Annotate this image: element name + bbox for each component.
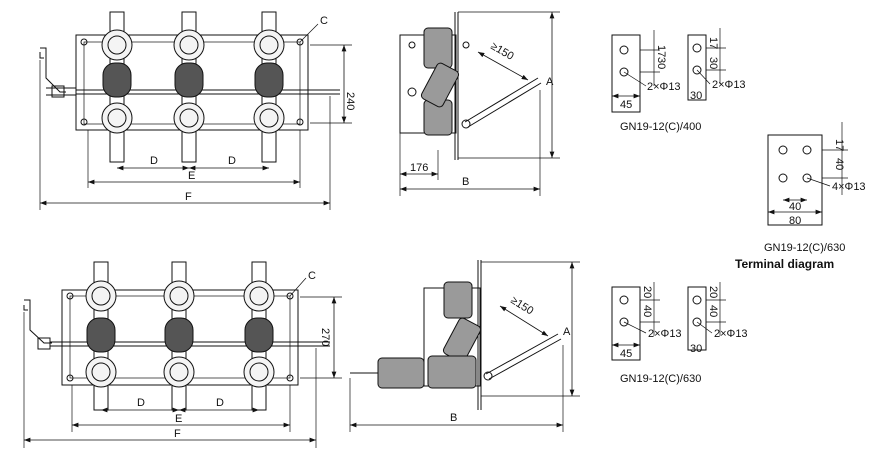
plate400-1-hole: 2×Φ13 bbox=[647, 81, 681, 93]
upper-insulator-2 bbox=[443, 281, 473, 319]
dim-b-label-2: B bbox=[450, 412, 457, 424]
plate630-2-width: 30 bbox=[690, 343, 702, 355]
terminal-plate-400-45 bbox=[611, 34, 641, 113]
terminal-plate-630-80 bbox=[767, 134, 823, 226]
plate630-1-d20: 20 bbox=[641, 286, 653, 298]
terminal-plate-630-45 bbox=[611, 286, 641, 361]
top-front-view: C 240 D D E F bbox=[39, 11, 356, 210]
dim-c-label-2: C bbox=[308, 270, 316, 282]
pole-1 bbox=[101, 11, 133, 163]
plate630-2-d20: 20 bbox=[707, 286, 719, 298]
dim-270-label: 270 bbox=[319, 328, 331, 346]
plate630-1-width: 45 bbox=[620, 348, 632, 360]
dim-d-right-label: D bbox=[228, 155, 236, 167]
dim-e-label-2: E bbox=[175, 413, 182, 425]
dim-150-label: ≥150 bbox=[489, 40, 516, 63]
terminal-630-group: 20 40 2×Φ13 45 20 40 2×Φ13 30 GN19-12(C)… bbox=[611, 282, 748, 385]
plate630-4-d17: 17 bbox=[833, 139, 845, 151]
terminal-630-4hole-group: 17 40 4×Φ13 40 80 GN19-12(C)/630 Termina… bbox=[735, 122, 866, 271]
plate630-1-hole: 2×Φ13 bbox=[648, 328, 682, 340]
blade-2 bbox=[485, 333, 559, 375]
dim-e-label: E bbox=[188, 170, 195, 182]
terminal-diagram-title: Terminal diagram bbox=[735, 257, 834, 271]
dim-176-label: 176 bbox=[410, 162, 428, 174]
top-side-view: ≥150 A 176 B bbox=[399, 11, 560, 196]
upper-insulator bbox=[423, 27, 453, 69]
bottom-side-view: ≥150 A B bbox=[349, 260, 580, 432]
dim-240-label: 240 bbox=[344, 92, 356, 110]
plate630-4-w80: 80 bbox=[789, 215, 801, 227]
pole-3 bbox=[253, 11, 285, 163]
plate630-2-d40: 40 bbox=[707, 305, 719, 317]
dim-f-label-2: F bbox=[174, 428, 181, 440]
blade bbox=[464, 77, 539, 123]
plate400-1-d17: 17 bbox=[655, 45, 667, 57]
caption-630-4: GN19-12(C)/630 bbox=[764, 242, 845, 254]
bushing-insulator bbox=[377, 357, 425, 389]
plate400-1-d30: 30 bbox=[655, 57, 667, 69]
pole-b1 bbox=[85, 261, 117, 411]
plate400-2-hole: 2×Φ13 bbox=[712, 79, 746, 91]
dim-d-right-label-2: D bbox=[216, 397, 224, 409]
terminal-400-group: 17 30 2×Φ13 45 17 30 2×Φ13 30 GN19-12(C)… bbox=[611, 28, 746, 133]
plate630-1-d40: 40 bbox=[641, 305, 653, 317]
dim-d-left-label-2: D bbox=[137, 397, 145, 409]
caption-630: GN19-12(C)/630 bbox=[620, 373, 701, 385]
dim-d-left-label: D bbox=[150, 155, 158, 167]
plate400-2-d30: 30 bbox=[707, 57, 719, 69]
terminal-plate-630-30 bbox=[687, 286, 707, 351]
plate630-2-hole: 2×Φ13 bbox=[714, 328, 748, 340]
pole-b3 bbox=[243, 261, 275, 411]
plate400-2-d17: 17 bbox=[707, 37, 719, 49]
terminal-plate-400-30 bbox=[687, 34, 707, 101]
operating-lever-2 bbox=[23, 299, 52, 344]
plate630-4-d40: 40 bbox=[833, 158, 845, 170]
pole-b2 bbox=[163, 261, 195, 411]
bottom-front-view: C 270 D D E F bbox=[23, 261, 342, 448]
plate630-4-hole: 4×Φ13 bbox=[832, 181, 866, 193]
dim-a-label-2: A bbox=[563, 326, 571, 338]
plate400-1-width: 45 bbox=[620, 99, 632, 111]
dim-b-label: B bbox=[462, 176, 469, 188]
caption-400: GN19-12(C)/400 bbox=[620, 121, 701, 133]
operating-lever bbox=[39, 47, 76, 96]
pull-rod-insulator bbox=[420, 62, 460, 108]
dim-f-label: F bbox=[185, 191, 192, 203]
pole-2 bbox=[173, 11, 205, 163]
dim-c-label: C bbox=[320, 15, 328, 27]
dim-a-label: A bbox=[546, 76, 554, 88]
plate400-2-width: 30 bbox=[690, 90, 702, 102]
plate630-4-w40: 40 bbox=[789, 201, 801, 213]
